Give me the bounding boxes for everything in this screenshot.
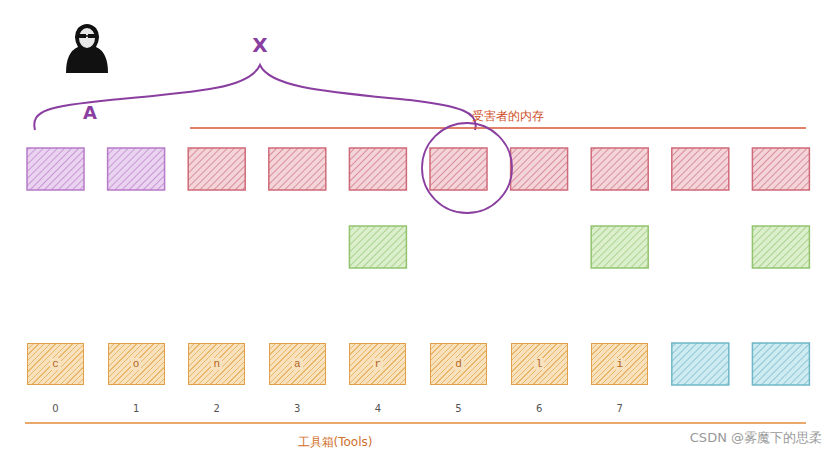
memory-cells	[27, 148, 809, 385]
index-number: 2	[214, 403, 220, 414]
tool-letter: n	[211, 358, 222, 370]
memory-cell	[188, 148, 245, 190]
hacker-icon	[66, 24, 108, 73]
memory-cell	[591, 148, 648, 190]
memory-cell	[672, 343, 729, 385]
tool-box: d	[430, 343, 487, 385]
tool-letter: d	[453, 358, 464, 370]
tool-box: c	[27, 343, 84, 385]
index-number: 3	[294, 403, 300, 414]
memory-cell	[349, 148, 406, 190]
index-number: 4	[375, 403, 381, 414]
index-number: 0	[52, 403, 58, 414]
tool-letter: r	[373, 358, 384, 370]
tool-box: a	[269, 343, 326, 385]
variable-label: A	[83, 102, 97, 123]
variable-label: X	[252, 33, 267, 57]
tool-box: i	[591, 343, 648, 385]
tool-box: l	[511, 343, 568, 385]
memory-cell	[752, 148, 809, 190]
region-label: 工具箱(Tools)	[298, 434, 373, 451]
tool-letter: i	[614, 358, 625, 370]
tool-letter: o	[131, 358, 142, 370]
memory-line	[190, 127, 806, 129]
index-number: 1	[133, 403, 139, 414]
memory-cell	[511, 148, 568, 190]
index-number: 7	[617, 403, 623, 414]
memory-cell	[752, 343, 809, 385]
index-number: 5	[455, 403, 461, 414]
index-number: 6	[536, 403, 542, 414]
memory-cell	[430, 148, 487, 190]
memory-cell	[591, 226, 648, 268]
brace	[34, 65, 475, 130]
tool-letter: a	[292, 358, 303, 370]
tool-box: o	[108, 343, 165, 385]
tool-box: r	[349, 343, 406, 385]
memory-cell	[108, 148, 165, 190]
region-label: 受害者的内存	[472, 108, 544, 125]
memory-cell	[269, 148, 326, 190]
memory-cell	[27, 148, 84, 190]
tool-letter: c	[50, 358, 61, 370]
tools-line	[25, 422, 806, 424]
target-circle	[422, 123, 512, 213]
watermark: CSDN @雾魔下的思柔	[690, 429, 822, 447]
tool-letter: l	[534, 358, 545, 370]
memory-cell	[752, 226, 809, 268]
memory-cell	[349, 226, 406, 268]
tool-box: n	[188, 343, 245, 385]
memory-cell	[672, 148, 729, 190]
